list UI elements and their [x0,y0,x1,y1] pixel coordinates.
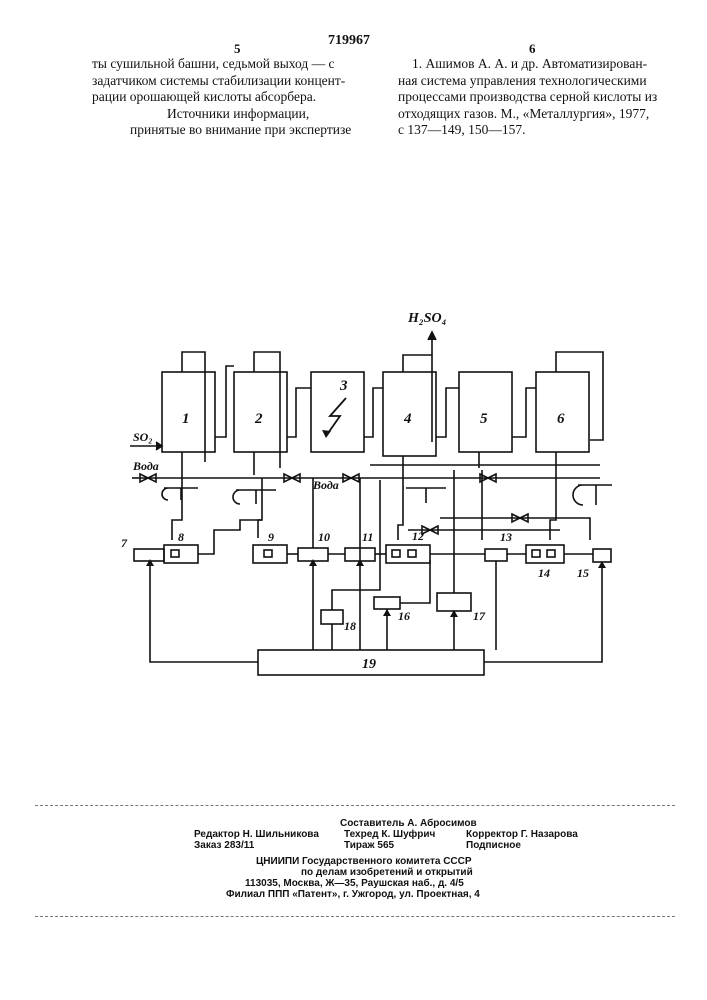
label-9: 9 [268,530,274,544]
compiler: Составитель А. Абросимов [340,818,477,829]
branch-address: Филиал ППП «Патент», г. Ужгород, ул. Про… [226,889,480,900]
label-16: 16 [398,609,410,623]
address: 113035, Москва, Ж—35, Раушская наб., д. … [245,878,464,889]
unit-6-label: 6 [557,411,565,427]
corrector: Корректор Г. Назарова [466,829,578,840]
lightning-icon [326,398,346,436]
unit-2-label: 2 [254,411,263,427]
tech-editor: Техред К. Шуфрич [344,829,435,840]
label-19: 19 [362,657,376,672]
label-11: 11 [362,530,373,544]
label-17: 17 [473,609,486,623]
label-7: 7 [121,536,128,550]
unit-5-label: 5 [480,411,488,427]
label-18: 18 [344,619,356,633]
institute-line-2: по делам изобретений и открытий [301,867,473,878]
input-label: SO₂ [133,430,153,444]
controller-7 [134,549,164,561]
label-8: 8 [178,530,184,544]
controller-16 [374,597,400,609]
water-label-1: Вода [132,459,159,473]
label-13: 13 [500,530,512,544]
unit-4-label: 4 [403,411,412,427]
controller-17 [437,593,471,611]
footer-bottom-rule [35,916,675,917]
unit-3-box [311,372,364,452]
controller-15 [593,549,611,562]
water-label-2: Вода [312,478,339,492]
output-label: H₂SO₄ [407,311,447,326]
unit-1-label: 1 [182,411,190,427]
controller-13 [485,549,507,561]
footer-top-rule [35,805,675,806]
label-12: 12 [412,529,424,543]
unit-3-label: 3 [339,378,348,394]
controller-18 [321,610,343,624]
editor: Редактор Н. Шильникова [194,829,319,840]
label-14: 14 [538,566,550,580]
label-10: 10 [318,530,330,544]
order-number: Заказ 283/11 [194,840,254,851]
label-15: 15 [577,566,589,580]
controller-8 [164,545,198,563]
controller-9 [253,545,287,563]
institute-line-1: ЦНИИПИ Государственного комитета СССР [256,856,472,867]
circulation: Тираж 565 [344,840,394,851]
subscription: Подписное [466,840,521,851]
